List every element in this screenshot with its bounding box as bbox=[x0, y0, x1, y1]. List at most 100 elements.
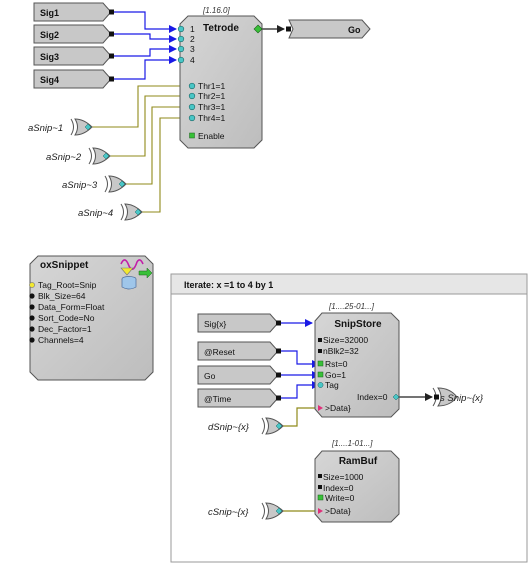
snipstore-index-output: Index=0 bbox=[357, 392, 388, 402]
snipstore-inputs: Size=32000 nBlk2=32 Rst=0 Go=1 Tag >Data… bbox=[317, 335, 368, 413]
asnip-1[interactable]: aSnip~1 bbox=[28, 118, 93, 136]
param-port-icon[interactable] bbox=[29, 282, 35, 288]
input-port-icon[interactable] bbox=[177, 35, 185, 43]
oxsnippet-block[interactable]: oxSnippet Tag_Root=Snip Blk_Size=64 Data… bbox=[29, 255, 154, 381]
port-dot-icon[interactable] bbox=[318, 474, 322, 478]
tetrode-thr1: Thr1=1 bbox=[198, 81, 225, 91]
rambuf-version: [1....1-01...] bbox=[331, 439, 373, 448]
port-dot-icon[interactable] bbox=[109, 53, 114, 59]
database-icon bbox=[120, 259, 153, 290]
tag-reset-label: @Reset bbox=[204, 347, 235, 357]
param-port-icon[interactable] bbox=[29, 304, 35, 310]
csnip-input[interactable]: cSnip~{x} bbox=[208, 502, 284, 520]
tetrode-input-3: 3 bbox=[190, 44, 195, 54]
rambuf-size: Size=1000 bbox=[323, 472, 364, 482]
snipstore-rst: Rst=0 bbox=[325, 359, 348, 369]
snipstore-go: Go=1 bbox=[325, 370, 346, 380]
ssnip-output[interactable]: s Snip~{x} bbox=[432, 387, 484, 407]
port-dot-icon[interactable] bbox=[318, 485, 322, 489]
tetrode-thr4: Thr4=1 bbox=[198, 113, 225, 123]
dsnip-input[interactable]: dSnip~{x} bbox=[208, 417, 284, 435]
port-dot-icon[interactable] bbox=[109, 31, 114, 37]
tag-time[interactable]: @Time bbox=[197, 388, 281, 408]
asnip-2[interactable]: aSnip~2 bbox=[46, 147, 111, 165]
input-port-icon[interactable] bbox=[177, 45, 185, 53]
param-port-icon[interactable] bbox=[29, 326, 35, 332]
tetrode-input-1: 1 bbox=[190, 24, 195, 34]
output-port-icon[interactable] bbox=[392, 393, 400, 401]
port-dot-icon[interactable] bbox=[276, 395, 281, 401]
snipstore-nblk2: nBlk2=32 bbox=[323, 346, 359, 356]
snipstore-data: >Data} bbox=[325, 403, 351, 413]
source-sig1[interactable]: Sig1 bbox=[33, 2, 114, 22]
tag-port-icon[interactable] bbox=[317, 382, 324, 388]
go-output-label: Go bbox=[348, 25, 361, 35]
rambuf-index: Index=0 bbox=[323, 483, 354, 493]
data-port-icon[interactable] bbox=[318, 508, 323, 514]
csnip-label: cSnip~{x} bbox=[208, 507, 249, 518]
param-port-icon[interactable] bbox=[188, 114, 196, 122]
port-dot-icon[interactable] bbox=[318, 349, 322, 353]
port-dot-icon[interactable] bbox=[276, 372, 281, 378]
param-port-icon[interactable] bbox=[29, 315, 35, 321]
param-port-icon[interactable] bbox=[188, 82, 196, 90]
tetrode-params: Thr1=1 Thr2=1 Thr3=1 Thr4=1 Enable bbox=[188, 81, 225, 141]
port-icon[interactable] bbox=[84, 123, 92, 131]
param-port-icon[interactable] bbox=[29, 337, 35, 343]
param-port-icon[interactable] bbox=[29, 293, 35, 299]
port-dot-icon[interactable] bbox=[109, 76, 114, 82]
asnip-4[interactable]: aSnip~4 bbox=[78, 203, 143, 221]
asnip-3[interactable]: aSnip~3 bbox=[62, 175, 127, 193]
snipstore-title: SnipStore bbox=[334, 319, 382, 330]
go-port-icon[interactable] bbox=[317, 371, 324, 378]
tetrode-thr3: Thr3=1 bbox=[198, 102, 225, 112]
tetrode-signal-inputs: 1 2 3 4 bbox=[177, 24, 195, 65]
tetrode-input-4: 4 bbox=[190, 55, 195, 65]
tag-sig-x[interactable]: Sig{x} bbox=[197, 313, 281, 333]
data-port-icon[interactable] bbox=[318, 405, 323, 411]
port-dot-icon[interactable] bbox=[434, 394, 439, 400]
oxsnippet-param-2: Data_Form=Float bbox=[38, 302, 105, 312]
dsnip-label: dSnip~{x} bbox=[208, 422, 250, 433]
source-sig3[interactable]: Sig3 bbox=[33, 46, 114, 66]
tag-go[interactable]: Go bbox=[197, 365, 281, 385]
rambuf-title: RamBuf bbox=[339, 456, 378, 467]
snipstore-block[interactable]: [1....25-01...] SnipStore Size=32000 nBl… bbox=[314, 302, 400, 418]
port-icon[interactable] bbox=[134, 208, 142, 216]
rst-port-icon[interactable] bbox=[317, 360, 324, 367]
source-sig4[interactable]: Sig4 bbox=[33, 69, 114, 89]
port-dot-icon[interactable] bbox=[109, 9, 114, 15]
iterate-wires bbox=[280, 319, 433, 512]
input-port-icon[interactable] bbox=[177, 25, 185, 33]
tetrode-title: Tetrode bbox=[203, 23, 239, 34]
port-icon[interactable] bbox=[102, 152, 110, 160]
oxsnippet-param-5: Channels=4 bbox=[38, 335, 84, 345]
param-port-icon[interactable] bbox=[188, 103, 196, 111]
tag-reset[interactable]: @Reset bbox=[197, 341, 281, 361]
source-sig2[interactable]: Sig2 bbox=[33, 24, 114, 44]
port-icon[interactable] bbox=[275, 422, 283, 430]
oxsnippet-param-1: Blk_Size=64 bbox=[38, 291, 86, 301]
param-port-icon[interactable] bbox=[188, 92, 196, 100]
snipstore-version: [1....25-01...] bbox=[328, 302, 375, 311]
source-sig2-label: Sig2 bbox=[40, 30, 59, 40]
rambuf-block[interactable]: [1....1-01...] RamBuf Size=1000 Index=0 … bbox=[314, 439, 400, 523]
port-dot-icon[interactable] bbox=[276, 348, 281, 354]
iterate-tags: Sig{x} @Reset Go @Time bbox=[197, 313, 281, 408]
port-dot-icon[interactable] bbox=[286, 26, 291, 32]
rambuf-inputs: Size=1000 Index=0 Write=0 >Data} bbox=[317, 472, 364, 516]
write-port-icon[interactable] bbox=[317, 494, 324, 501]
input-port-icon[interactable] bbox=[177, 56, 185, 64]
asnip-1-label: aSnip~1 bbox=[28, 123, 63, 134]
tag-sig-x-label: Sig{x} bbox=[204, 319, 226, 329]
source-sig1-label: Sig1 bbox=[40, 8, 59, 18]
enable-port-icon[interactable] bbox=[189, 132, 195, 139]
port-dot-icon[interactable] bbox=[318, 338, 322, 342]
tetrode-block[interactable]: [1.16.0] Tetrode 1 2 3 4 Thr1=1 Thr2=1 T… bbox=[177, 6, 263, 149]
output-port-icon[interactable] bbox=[253, 24, 263, 34]
port-dot-icon[interactable] bbox=[276, 320, 281, 326]
oxsnippet-title: oxSnippet bbox=[40, 260, 89, 271]
port-icon[interactable] bbox=[118, 180, 126, 188]
go-output-tag[interactable]: Go bbox=[286, 19, 371, 39]
port-icon[interactable] bbox=[275, 507, 283, 515]
